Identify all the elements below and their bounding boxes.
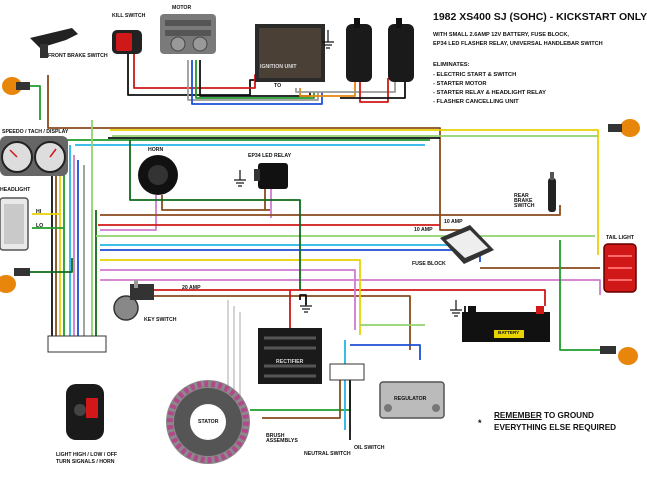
- diagram-title: 1982 XS400 SJ (SOHC) - KICKSTART ONLY: [433, 11, 647, 23]
- remember-line-2: EVERYTHING ELSE REQUIRED: [494, 423, 617, 432]
- wire-black-kill: [127, 52, 262, 96]
- eliminates-heading: ELIMINATES:: [433, 62, 470, 68]
- twenty-amp-label: 20 AMP: [182, 285, 201, 291]
- turn-signal-front-left: [2, 77, 30, 95]
- subtitle-line-2: EP34 LED FLASHER RELAY, UNIVERSAL HANDLE…: [433, 41, 603, 47]
- battery-body: [462, 306, 550, 342]
- key-switch-body: [113, 280, 154, 321]
- wire-coil-black: [340, 78, 406, 99]
- wire-yellow-low: [100, 259, 361, 335]
- horn-body: [138, 155, 178, 195]
- ground-symbol-coils: [322, 30, 334, 49]
- key-switch-label: KEY SWITCH: [144, 317, 177, 323]
- remember-word: REMEMBER: [494, 411, 542, 420]
- wire-right-rear-turn: [559, 240, 600, 351]
- eliminates-item-1: - ELECTRIC START & SWITCH: [433, 72, 517, 78]
- wire-horn-pink: [100, 195, 157, 231]
- ep34-label: EP34 LED RELAY: [248, 153, 292, 159]
- fuse-block-label: FUSE BLOCK: [412, 261, 446, 267]
- wire-motor-black: [199, 60, 311, 97]
- kill-switch-body: [112, 30, 142, 54]
- turn-signal-rear-left: [0, 268, 30, 293]
- wire-motor-blue: [191, 60, 323, 105]
- wire-reg-blue: [350, 344, 421, 360]
- wire-red-kill: [133, 52, 262, 89]
- wire-ign-gray: [295, 78, 396, 93]
- coil-left: [346, 18, 372, 82]
- front-brake-switch-label: FRONT BRAKE SWITCH: [48, 53, 108, 59]
- rear-brake-switch-label: REAR BRAKE SWITCH: [514, 193, 535, 210]
- oil-switch-label: OIL SWITCH: [354, 445, 385, 451]
- ignition-unit-body: [255, 24, 325, 82]
- ten-amp-label-a: 10 AMP: [444, 219, 463, 225]
- headlight-body: [0, 197, 29, 251]
- rectifier-label: RECTIFIER: [276, 359, 304, 365]
- wire-horn-brown: [161, 195, 270, 211]
- battery-label: BATTERY: [498, 330, 520, 335]
- motor-label: MOTOR: [172, 5, 192, 11]
- eliminates-item-2: - STARTER MOTOR: [433, 81, 487, 87]
- wire-left-front-turn: [20, 85, 41, 120]
- brush-assemblys-label: BRUSH ASSEMBLYS: [266, 433, 298, 445]
- eliminates-item-3: - STARTER RELAY & HEADLIGHT RELAY: [433, 90, 547, 96]
- lo-label: LO: [36, 223, 44, 229]
- stator-body: [166, 380, 250, 464]
- handlebar-switch-label: LIGHT HIGH / LOW / OFF TURN SIGNALS / HO…: [56, 452, 118, 466]
- wires: [20, 52, 601, 440]
- hi-label: HI: [36, 209, 42, 215]
- ground-symbol-rectifier: [300, 296, 312, 313]
- kill-switch-label: KILL SWITCH: [112, 13, 146, 19]
- horn-label: HORN: [148, 147, 164, 153]
- front-brake-lever: [30, 28, 78, 58]
- coil-right: [388, 18, 414, 82]
- regulator-label: REGULATOR: [394, 396, 427, 402]
- tail-light-label: TAIL LIGHT: [606, 235, 635, 241]
- tail-light-body: [603, 243, 637, 293]
- speedo-tach-gauges: [0, 136, 68, 176]
- ground-symbol-ep34: [234, 170, 246, 187]
- ep34-relay-body: [254, 163, 288, 189]
- ground-symbol-battery: [450, 300, 462, 317]
- wire-brown-main: [47, 75, 470, 231]
- fuse-block-body: [440, 225, 494, 264]
- connector-block-left: [47, 335, 107, 353]
- to-label: TO: [274, 83, 282, 89]
- eliminates-item-4: - FLASHER CANCELLING UNIT: [433, 99, 519, 105]
- wire-pink-low: [100, 269, 356, 330]
- wire-key-red: [140, 289, 546, 306]
- rectifier-body: [258, 328, 322, 384]
- ten-amp-label-b: 10 AMP: [414, 227, 433, 233]
- wire-key-pink: [100, 279, 601, 295]
- speedo-label: SPEEDO / TACH / DISPLAY: [2, 129, 69, 135]
- connector-block-center: [329, 363, 365, 381]
- stator-label: STATOR: [198, 419, 219, 425]
- wire-brown-fuse: [100, 205, 561, 216]
- wire-left-rear-turn: [30, 258, 73, 273]
- turn-signal-rear-right: [600, 346, 638, 365]
- wire-yellow-top: [110, 129, 599, 255]
- headlight-label: HEADLIGHT: [0, 187, 31, 193]
- handlebar-switch-body: [66, 384, 104, 440]
- rear-brake-switch-body: [548, 172, 556, 212]
- neutral-switch-label: NEUTRAL SWITCH: [304, 451, 351, 457]
- remember-line-1: REMEMBER TO GROUND: [494, 411, 594, 420]
- regulator-body: [379, 381, 445, 419]
- motor-body: [160, 14, 216, 54]
- wire-coil-red: [359, 78, 389, 103]
- wire-reg-brown: [262, 372, 341, 419]
- remember-star: *: [478, 418, 482, 428]
- ignition-unit-label: IGNITION UNIT: [260, 64, 297, 70]
- wire-key-brown: [140, 295, 411, 350]
- subtitle-line-1: WITH SMALL 2.6AMP 12V BATTERY, FUSE BLOC…: [433, 32, 569, 38]
- turn-signal-front-right: [608, 119, 640, 137]
- wire-sw-vertical1: [129, 140, 301, 290]
- wire-motor-green: [195, 60, 315, 99]
- remember-rest: TO GROUND: [541, 411, 594, 420]
